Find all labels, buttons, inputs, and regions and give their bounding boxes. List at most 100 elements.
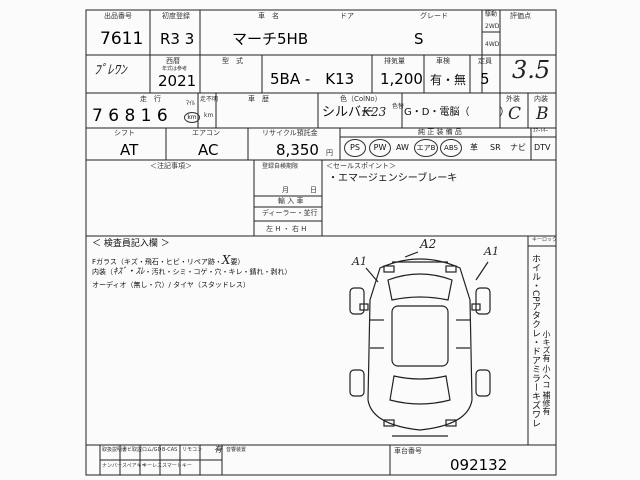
footer-col-smartkey: スマートキー <box>162 463 192 469</box>
inspector-line2-rest: ・汚れ・シミ・コゲ・穴・キレ・錆れ・剥れ） <box>144 268 292 276</box>
color-no: K23 <box>362 105 387 119</box>
model: 5BA - K13 <box>270 70 355 88</box>
equip-ps-circled: PS <box>344 139 366 157</box>
inspector-line2: 内装（ｷｽﾞ・ｽﾚ・汚れ・シミ・コゲ・穴・キレ・錆れ・剥れ） <box>92 268 292 277</box>
car-name-label: 車 名 <box>258 12 279 20</box>
notes-header: ＜注記事項＞ <box>150 162 192 170</box>
footer-col-bcas: B-CAS <box>162 447 178 453</box>
chassis-number: 092132 <box>450 456 508 474</box>
mileage-note: km <box>204 112 214 119</box>
equip-text: G・D・電脳（ ） <box>404 107 510 118</box>
shift-value: AT <box>120 141 139 159</box>
side-note-2: 小キズ有 小ヘコ 補修有 <box>542 330 551 416</box>
grade: S <box>414 30 424 48</box>
inspector-line1-text: Fガラス（キズ・飛石・ヒビ・リペア跡・ <box>92 258 222 266</box>
lot-number: 7611 <box>100 29 144 49</box>
drive-4wd: 4WD <box>485 41 500 48</box>
footer-col-spare-key: スペアキー <box>122 463 147 469</box>
date-day: 日 <box>310 186 317 194</box>
equip-aw: AW <box>396 143 409 152</box>
footer-col-rom: ロム/GD <box>142 447 162 453</box>
grade-label: グレード <box>420 12 448 20</box>
recycle-value: 8,350 <box>276 141 319 159</box>
footer-col-manual: 取扱説明書 <box>102 447 128 453</box>
equip-dtv: DTV <box>534 143 551 152</box>
equip-abs-circled: ABS <box>440 139 462 157</box>
first-reg: R3 3 <box>160 30 195 48</box>
damage-mark-a1-left: A1 <box>352 255 367 268</box>
color-label: 色（ColNo） <box>340 95 382 103</box>
smart-key-label: ｽﾏｰﾄｷｰ <box>533 128 549 134</box>
recycle-label: リサイクル預託金 <box>262 129 318 137</box>
unknown-label: 走不明 <box>200 96 219 103</box>
inspector-line2-hand: ｷｽﾞ・ｽﾚ <box>113 267 145 277</box>
shift-label: シフト <box>114 129 135 137</box>
handle-label: 左 H ・ 右 H <box>266 225 307 233</box>
footer-col-keyless: キーレス <box>142 463 163 469</box>
mileage-unit-circle: km <box>184 112 200 123</box>
drive-header: 駆動 <box>485 11 498 18</box>
displacement-label: 排気量 <box>384 57 405 65</box>
equip-airbag-circled: エアB <box>414 139 438 157</box>
equip-header: 純 正 装 備 品 <box>418 128 462 136</box>
mileage-suffix: ﾏｲﾙ <box>186 100 196 107</box>
prefix-note: ﾌﾟﾚﾜﾝ <box>94 63 127 78</box>
equip-leather: 革 <box>470 143 478 152</box>
footer-check-mark: 有 <box>214 445 222 454</box>
recycle-unit: 円 <box>326 149 333 157</box>
equip-navi: ナビ <box>510 143 526 152</box>
score-value: 3.5 <box>512 56 551 84</box>
mileage: 7 6 8 1 6 <box>92 106 168 126</box>
car-name: マーチ5HB <box>232 30 309 48</box>
inspection-label: 車検 <box>436 57 450 65</box>
date-month: 月 <box>282 186 289 194</box>
footer-col-remote: リモコン <box>182 447 203 453</box>
equipment-list: PS PW AW エアB ABS 革 SR ナビ DTV <box>342 139 556 159</box>
interior-grade: B <box>536 104 549 124</box>
model-label: 型 式 <box>222 57 243 65</box>
ac-value: AC <box>198 141 219 159</box>
import-label: 輸 入 車 <box>278 197 304 205</box>
paint-label: 色替 <box>392 103 405 110</box>
drive-2wd: 2WD <box>485 23 500 30</box>
exterior-grade: C <box>508 104 522 124</box>
mileage-label: 走 行 <box>140 95 161 103</box>
equip-pw-circled: PW <box>369 139 391 157</box>
inspector-line2-text: 内装（ <box>92 268 113 276</box>
sales-points: ・エマージェンシーブレーキ <box>328 173 458 184</box>
lot-label: 出品番号 <box>104 12 132 20</box>
year-sublabel: 年式は参考 <box>162 66 188 72</box>
footer-col-number: ナンバー <box>102 463 123 469</box>
displacement: 1,200 <box>380 70 423 88</box>
chassis-label: 車台番号 <box>394 447 422 455</box>
door-label: ドア <box>340 12 354 20</box>
seats-label: 定員 <box>478 57 492 65</box>
inspector-line1: Fガラス（キズ・飛石・ヒビ・リペア跡・X要） <box>92 254 244 266</box>
score-label: 評価点 <box>510 12 531 20</box>
inspector-line3: オーディオ（無し・穴）/ タイヤ（スタッドレス） <box>92 281 250 289</box>
history-label: 車 歴 <box>248 95 269 103</box>
seats: 5 <box>480 70 490 88</box>
footer-col-navi-manual: ナビ取説 <box>122 447 143 453</box>
year-label: 西暦 <box>166 57 180 65</box>
inspector-line1-mark: X <box>221 253 231 267</box>
inspection-value: 有・無 <box>430 73 467 87</box>
year: 2021 <box>158 72 197 90</box>
first-reg-label: 初度登録 <box>162 12 190 20</box>
inspector-header: ＜ 検査員記入欄 ＞ <box>92 239 170 249</box>
side-note: ホイル・CPアタクレ・ドアミラーキズワレ <box>530 254 540 428</box>
interior-label: 内装 <box>534 95 548 103</box>
key-lock-label: キーロック <box>532 237 558 243</box>
color-value: シルバー <box>322 105 375 120</box>
equip-sr: SR <box>490 143 501 152</box>
dealer-label: ディーラー・並行 <box>262 209 318 217</box>
sales-points-label: ＜セールスポイント＞ <box>326 162 396 170</box>
inspector-line1-end: 要） <box>230 258 245 266</box>
damage-mark-a1-right: A1 <box>484 245 499 258</box>
exterior-label: 外装 <box>506 95 520 103</box>
footer-col-audio: 音響装置 <box>226 447 247 453</box>
inspection-date-label: 登録自検期限 <box>262 163 299 170</box>
